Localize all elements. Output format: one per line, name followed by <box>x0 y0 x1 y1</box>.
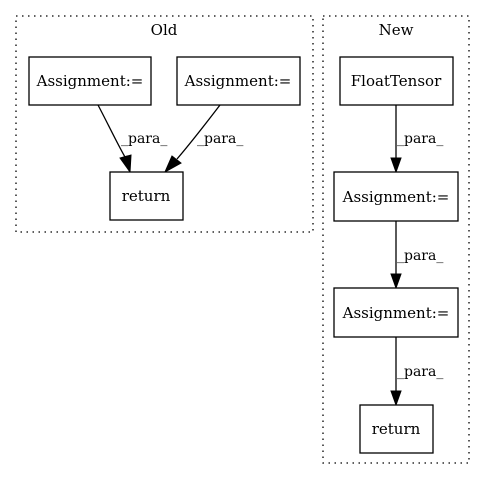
edge-line <box>176 104 221 160</box>
edge-line <box>97 104 126 158</box>
cluster-old-border <box>15 15 314 233</box>
node-box <box>176 56 301 106</box>
node-new-floattensor: FloatTensor <box>339 56 454 106</box>
arrow-head <box>390 157 402 174</box>
arrow-head <box>390 273 402 290</box>
node-label: FloatTensor <box>351 72 442 90</box>
arrow-head <box>163 155 182 174</box>
node-box <box>109 171 184 221</box>
node-label: return <box>122 187 171 205</box>
edge-new-floattensor-to-assignment1: _para_ <box>390 105 443 174</box>
node-new-assignment-1: Assignment:= <box>333 171 459 222</box>
cluster-new-title: New <box>379 21 414 39</box>
edge-new-assignment2-to-return: _para_ <box>390 337 443 407</box>
cluster-old-title: Old <box>151 21 178 39</box>
node-old-assignment-right: Assignment:= <box>176 56 301 106</box>
node-box <box>333 287 459 338</box>
node-box <box>359 404 434 454</box>
edge-label: _para_ <box>397 248 443 264</box>
node-box <box>333 171 459 222</box>
node-box <box>339 56 454 106</box>
edge-label: _para_ <box>397 131 443 147</box>
cluster-new: New <box>322 15 470 464</box>
edge-old-left-to-return: _para_ <box>97 104 167 174</box>
node-box <box>28 56 152 106</box>
edge-label: _para_ <box>197 131 243 147</box>
edge-new-assignment1-to-assignment2: _para_ <box>390 221 443 290</box>
node-label: return <box>372 420 421 438</box>
node-label: Assignment:= <box>184 72 292 90</box>
edge-old-right-to-return: _para_ <box>163 104 243 174</box>
arrow-head <box>119 154 132 174</box>
node-label: Assignment:= <box>36 72 144 90</box>
node-label: Assignment:= <box>342 188 450 206</box>
edge-label: _para_ <box>397 364 443 380</box>
node-new-assignment-2: Assignment:= <box>333 287 459 338</box>
cluster-old: Old <box>15 15 314 233</box>
arrow-head <box>390 390 402 407</box>
node-old-assignment-left: Assignment:= <box>28 56 152 106</box>
node-old-return: return <box>109 171 184 221</box>
node-label: Assignment:= <box>342 304 450 322</box>
node-new-return: return <box>359 404 434 454</box>
cluster-new-border <box>322 15 470 464</box>
edge-label: _para_ <box>121 131 167 147</box>
